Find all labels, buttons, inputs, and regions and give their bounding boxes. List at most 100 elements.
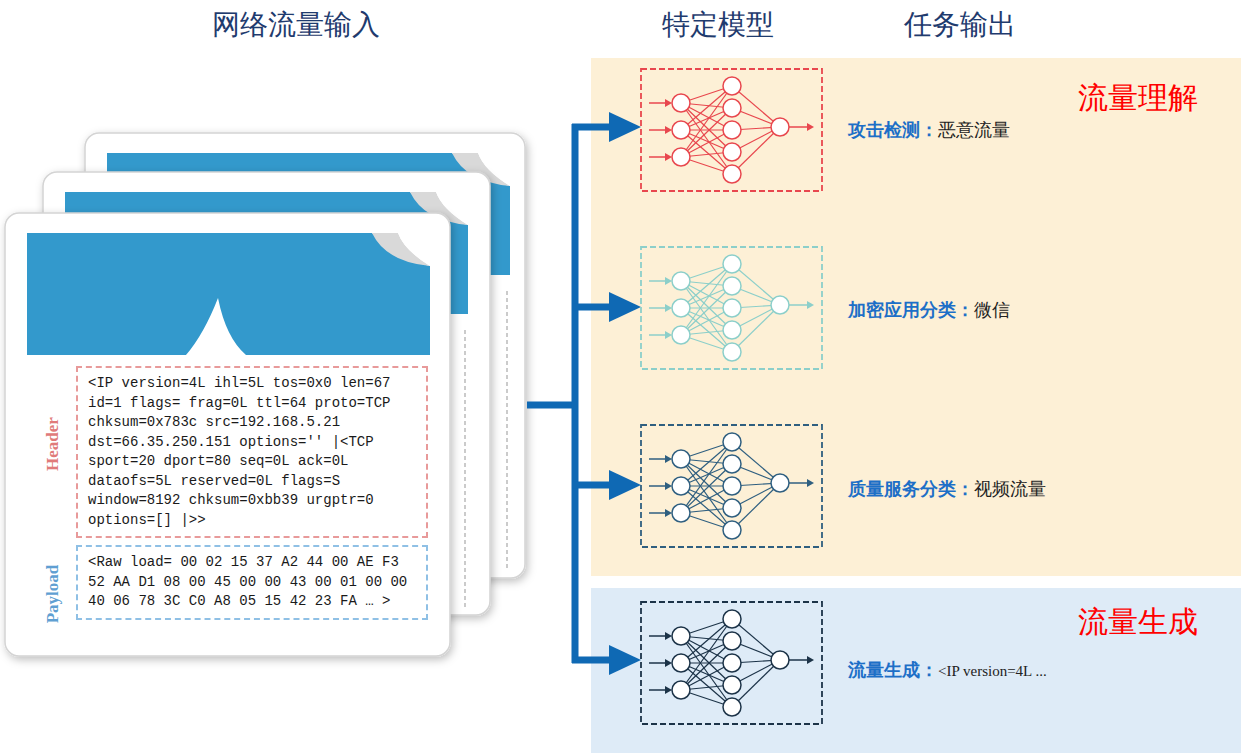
neuron xyxy=(723,121,741,139)
column-title: 特定模型 xyxy=(662,6,774,44)
arrow-head xyxy=(609,292,641,322)
input-head xyxy=(665,331,672,339)
input-head xyxy=(665,153,672,161)
packet-text: <Raw load= 00 02 15 37 A2 44 00 AE F3 52… xyxy=(88,553,416,612)
neuron xyxy=(723,255,741,273)
output-head xyxy=(807,301,814,309)
neural-net xyxy=(641,425,822,547)
section-label: Header xyxy=(44,417,61,471)
band-heading: 流量生成 xyxy=(1078,604,1198,640)
input-line xyxy=(649,485,667,487)
neuron xyxy=(723,477,741,495)
neural-net xyxy=(641,69,822,191)
neuron xyxy=(771,474,789,492)
input-head xyxy=(665,659,672,667)
trunk-line xyxy=(527,402,575,409)
model-box xyxy=(641,425,822,547)
neuron xyxy=(723,321,741,339)
page-curl-gap xyxy=(398,233,430,266)
neuron xyxy=(672,94,690,112)
neuron xyxy=(672,627,690,645)
neuron xyxy=(723,433,741,451)
neuron xyxy=(723,277,741,295)
trunk-line xyxy=(572,124,579,663)
blue-wave xyxy=(27,233,430,355)
neuron xyxy=(723,698,741,716)
task-band: 流量生成 xyxy=(591,588,1241,753)
task-name: 加密应用分类： xyxy=(848,298,974,322)
input-line xyxy=(649,334,667,336)
task-band: 流量理解 xyxy=(591,58,1241,576)
payload-box: Payload<Raw load= 00 02 15 37 A2 44 00 A… xyxy=(76,545,428,620)
hidden-box-edge xyxy=(464,330,466,610)
task-output: 微信 xyxy=(974,298,1010,322)
band-fill xyxy=(591,58,1241,576)
neuron xyxy=(723,299,741,317)
branch-line xyxy=(572,124,612,131)
neuron xyxy=(723,632,741,650)
output-head xyxy=(807,123,814,131)
output-line xyxy=(789,659,808,661)
arrow-head xyxy=(609,645,641,675)
input-line xyxy=(649,102,667,104)
hidden-box-edge xyxy=(506,291,508,571)
input-head xyxy=(665,482,672,490)
band-heading: 流量理解 xyxy=(1078,80,1198,116)
arrow-head xyxy=(609,112,641,142)
input-head xyxy=(665,455,672,463)
packet-text: <IP version=4L ihl=5L tos=0x0 len=67 id=… xyxy=(88,374,416,530)
output-line xyxy=(789,304,808,306)
neuron xyxy=(672,326,690,344)
output-head xyxy=(807,656,814,664)
neuron xyxy=(672,148,690,166)
neural-net xyxy=(641,247,822,369)
task-output: <IP version=4L ... xyxy=(938,663,1047,680)
task-name: 流量生成： xyxy=(848,658,938,682)
neuron xyxy=(672,121,690,139)
card-art xyxy=(27,233,430,355)
arrow-head xyxy=(609,470,641,500)
model-box xyxy=(641,69,822,191)
input-head xyxy=(665,686,672,694)
neuron xyxy=(723,165,741,183)
input-line xyxy=(649,129,667,131)
neuron xyxy=(723,499,741,517)
input-head xyxy=(665,632,672,640)
output-line xyxy=(789,482,808,484)
input-head xyxy=(665,126,672,134)
output-line xyxy=(789,126,808,128)
input-line xyxy=(649,662,667,664)
input-head xyxy=(665,304,672,312)
task-output: 恶意流量 xyxy=(938,118,1010,142)
neuron xyxy=(723,77,741,95)
neuron xyxy=(723,143,741,161)
band-fill xyxy=(591,588,1241,753)
neuron xyxy=(771,296,789,314)
neuron xyxy=(723,654,741,672)
task-row: 加密应用分类：微信 xyxy=(848,298,1010,322)
neuron xyxy=(723,610,741,628)
task-row: 流量生成：<IP version=4L ... xyxy=(848,658,1047,682)
input-line xyxy=(649,280,667,282)
task-row: 质量服务分类：视频流量 xyxy=(848,477,1046,501)
input-line xyxy=(649,689,667,691)
neuron xyxy=(723,99,741,117)
task-row: 攻击检测：恶意流量 xyxy=(848,118,1010,142)
input-line xyxy=(649,635,667,637)
branch-line xyxy=(572,657,612,664)
neuron xyxy=(672,477,690,495)
model-box xyxy=(641,247,822,369)
neuron xyxy=(723,455,741,473)
task-output: 视频流量 xyxy=(974,477,1046,501)
neuron xyxy=(672,299,690,317)
branch-arrows xyxy=(527,112,641,675)
packet-card xyxy=(5,213,450,656)
neuron xyxy=(672,450,690,468)
task-name: 质量服务分类： xyxy=(848,477,974,501)
branch-line xyxy=(572,304,612,311)
neural-net xyxy=(641,602,822,724)
page-curl xyxy=(372,233,430,266)
